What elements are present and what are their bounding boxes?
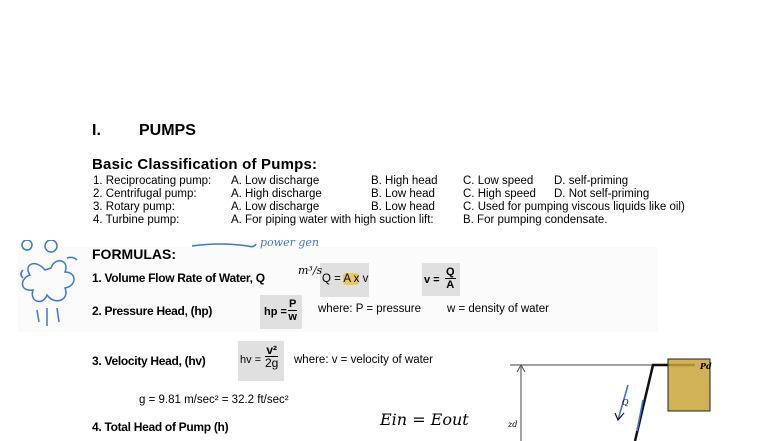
pump-name: 1. Reciprocating pump: [93,175,212,187]
impeller-sketch-icon [20,240,78,326]
velocity-where: where: v = velocity of water [294,354,434,366]
pump-attr-b: B. High head [371,175,438,187]
pump-attr-d: D. Not self-priming [554,188,650,200]
pump-attr-a: A. High discharge [231,188,322,200]
pump-attr-c: C. High speed [463,188,536,200]
formulas-heading: FORMULAS: [92,246,176,262]
velocity-fraction: Q A [445,266,456,291]
section-title: PUMPS [139,122,196,139]
handwritten-power-gen: power gen [260,236,319,249]
velocity-lhs: v = [424,274,440,286]
pump-attr-a: A. Low discharge [231,175,320,187]
pump-name: 4. Turbine pump: [93,214,180,226]
classification-heading: Basic Classification of Pumps: [92,156,318,173]
classification-row: 3. Rotary pump: A. Low discharge B. Low … [0,201,784,214]
pressure-formula-box [260,295,302,329]
gravity-constant: g = 9.81 m/sec² = 32.2 ft/sec² [139,394,289,406]
svg-text:Pd: Pd [699,361,712,371]
pump-attr-d: D. self-priming [554,175,629,187]
formula-label-total-head: 4. Total Head of Pump (h) [92,420,229,434]
pump-attr-b: B. Low head [371,201,435,213]
pump-attr-a: A. For piping water with high suction li… [231,214,434,226]
pressure-lhs: hp = [264,306,287,318]
section-number: I. [92,122,101,139]
classification-row: 1. Reciprocating pump: A. Low discharge … [0,175,784,188]
pump-name: 2. Centrifugal pump: [93,188,197,200]
pump-attr-c: C. Low speed [463,175,534,187]
handwritten-units: m³/s [298,264,323,277]
velocity-formula-box [422,263,460,296]
pressure-where: where: P = pressure [318,303,422,315]
pump-attr-a: A. Low discharge [231,201,320,213]
handwritten-arrow-icon [191,243,257,248]
formula-label-pressure: 2. Pressure Head, (hp) [92,304,213,318]
classification-row: 2. Centrifugal pump: A. High discharge B… [0,188,784,201]
pump-attr-b: B. Low head [371,188,435,200]
svg-text:zd: zd [507,420,517,429]
pressure-fraction: P w [288,298,298,323]
formula-label-velocity: 3. Velocity Head, (hv) [92,354,206,368]
flow-formula: Q = A x v [322,273,369,285]
pump-name: 3. Rotary pump: [93,201,175,213]
velocity-head-fraction: v² 2g [265,343,279,370]
pressure-where-density: w = density of water [447,303,549,315]
classification-row: 4. Turbine pump: A. For piping water wit… [0,214,784,227]
pump-system-diagram: zd Pd Q [507,358,712,441]
formula-label-flow: 1. Volume Flow Rate of Water, Q [92,271,265,285]
pump-attr-c: C. Used for pumping viscous liquids like… [463,201,685,213]
svg-text:Q: Q [622,398,629,407]
velocity-head-box [238,341,284,381]
handwritten-energy-balance: Ein = Eout [380,410,469,429]
velocity-head-lhs: hv = [240,354,262,366]
pump-attr-c: B. For pumping condensate. [463,214,608,226]
